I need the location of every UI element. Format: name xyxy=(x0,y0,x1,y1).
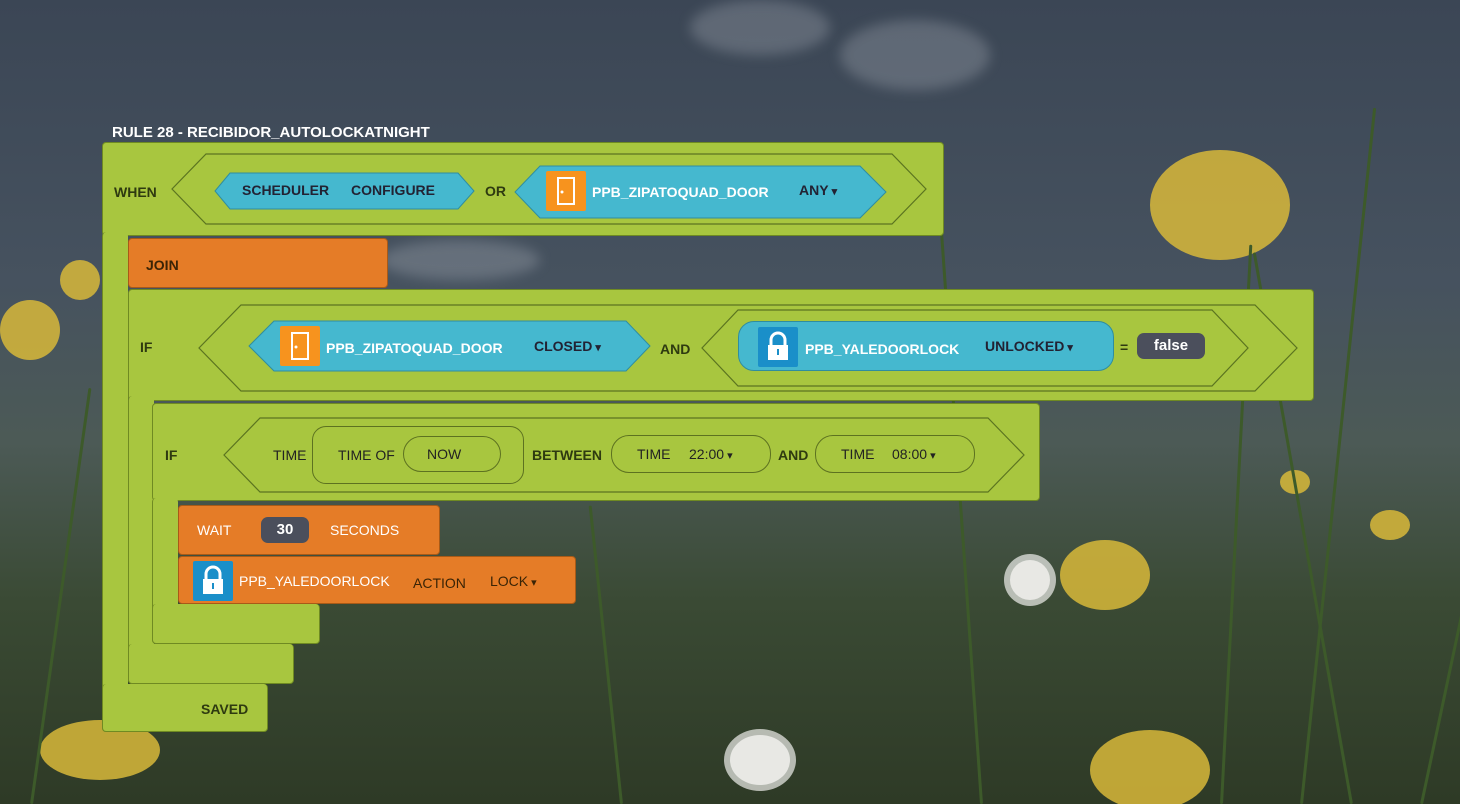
if1-state-dropdown[interactable]: CLOSED xyxy=(534,338,601,354)
door-sensor-block[interactable] xyxy=(514,165,888,219)
seconds-label: SECONDS xyxy=(330,522,400,538)
time-start-label: TIME xyxy=(637,446,671,462)
when-condition-outline xyxy=(171,153,927,225)
join-label: JOIN xyxy=(146,257,179,273)
if1-lock-state-dropdown[interactable]: UNLOCKED xyxy=(985,338,1073,354)
if1-condition-outline xyxy=(198,304,1298,392)
action-device-name: PPB_YALEDOORLOCK xyxy=(239,573,390,589)
between-label: BETWEEN xyxy=(532,447,602,463)
when-label: WHEN xyxy=(114,184,157,200)
wait-seconds-input[interactable]: 30 xyxy=(261,517,309,543)
lock-icon xyxy=(758,327,798,367)
time-of-label: TIME OF xyxy=(338,447,395,463)
wait-block[interactable] xyxy=(178,505,440,555)
or-label: OR xyxy=(485,183,506,199)
saved-status: SAVED xyxy=(201,701,249,717)
if1-lock-device-name: PPB_YALEDOORLOCK xyxy=(805,341,960,357)
door-icon xyxy=(546,171,586,211)
equals-label: = xyxy=(1120,339,1129,355)
time-end-dropdown[interactable]: 08:00 xyxy=(892,446,936,462)
scheduler-block[interactable] xyxy=(214,172,476,210)
if-label-outer: IF xyxy=(140,339,153,355)
when-cap xyxy=(102,684,268,732)
if-inner-cap xyxy=(152,604,320,644)
action-value-dropdown[interactable]: LOCK xyxy=(490,573,537,589)
door-icon xyxy=(280,326,320,366)
wait-label: WAIT xyxy=(197,522,232,538)
scheduler-label: SCHEDULER xyxy=(242,182,330,198)
if2-condition-outline xyxy=(223,417,1025,493)
time-start-dropdown[interactable]: 22:00 xyxy=(689,446,733,462)
time-end-label: TIME xyxy=(841,446,875,462)
door-closed-block[interactable] xyxy=(248,320,652,372)
rule-title: RULE 28 - RECIBIDOR_AUTOLOCKATNIGHT xyxy=(112,124,430,141)
time-label: TIME xyxy=(273,447,307,463)
false-value-badge[interactable]: false xyxy=(1137,333,1205,359)
lock-icon xyxy=(193,561,233,601)
and-label-time: AND xyxy=(778,447,809,463)
now-block[interactable] xyxy=(403,436,501,472)
and-label: AND xyxy=(660,341,691,357)
comparison-outline xyxy=(701,309,1249,387)
when-device-name: PPB_ZIPATOQUAD_DOOR xyxy=(592,184,769,200)
now-label: NOW xyxy=(427,446,462,462)
action-label: ACTION xyxy=(413,575,466,591)
join-block[interactable] xyxy=(128,238,388,288)
if-outer-cap xyxy=(128,644,294,684)
when-state-dropdown[interactable]: ANY xyxy=(799,182,837,198)
if-label-inner: IF xyxy=(165,447,178,463)
configure-label: CONFIGURE xyxy=(351,182,435,198)
if1-device-name: PPB_ZIPATOQUAD_DOOR xyxy=(326,340,503,356)
